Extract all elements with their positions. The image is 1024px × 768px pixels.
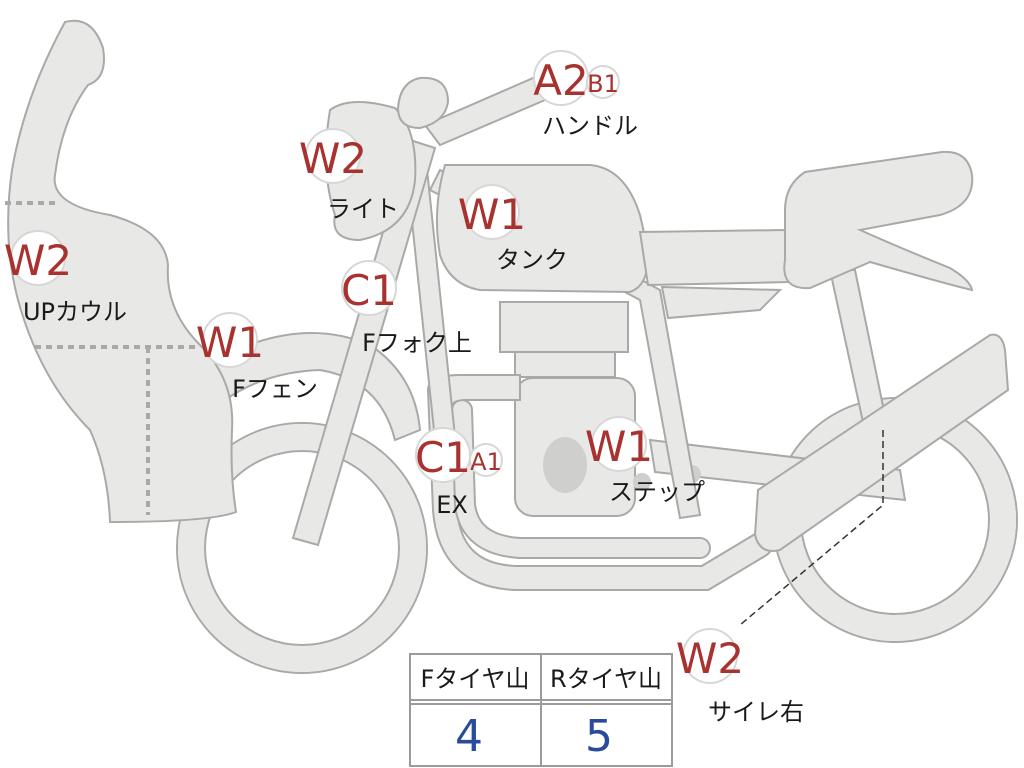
part-light-code: W2 (299, 134, 367, 183)
part-ex: C1 A1 EX (415, 427, 503, 519)
part-upcowl-code: W2 (4, 236, 72, 285)
part-handle-code: A2 (533, 56, 588, 105)
part-silencer: W2 サイレ右 (676, 628, 804, 726)
rear-tire-value: 5 (585, 711, 613, 762)
front-fork (291, 138, 437, 547)
part-upcowl-label: UPカウル (23, 298, 127, 326)
engine-cover (543, 437, 587, 493)
silencer (753, 333, 1010, 552)
part-ffork: C1 Fフォク上 (341, 260, 472, 357)
part-ex-code: C1 (415, 433, 471, 482)
front-wheel (176, 422, 428, 674)
part-ffender: W1 Fフェン (196, 312, 318, 403)
part-ffork-label: Fフォク上 (362, 329, 472, 357)
part-step-code: W1 (585, 422, 653, 471)
seat-tail (783, 150, 974, 292)
part-ex-subcode: A1 (470, 448, 502, 476)
silencer-leader-line (739, 430, 884, 626)
part-handle-subcode: B1 (587, 70, 619, 98)
side-cover-lower (660, 285, 783, 320)
part-upcowl: W2 UPカウル (4, 230, 127, 326)
part-step: W1 ステップ (585, 416, 705, 506)
part-ex-label: EX (436, 491, 468, 519)
side-cover (638, 228, 793, 287)
part-handle-label: ハンドル (542, 112, 638, 140)
part-tank: W1 タンク (458, 184, 568, 274)
part-light-label: ライト (327, 195, 399, 223)
part-step-label: ステップ (609, 478, 705, 506)
part-tank-label: タンク (496, 246, 568, 274)
tire-tread-table: Fタイヤ山 Rタイヤ山 4 5 (409, 653, 673, 767)
part-handle: A2 B1 ハンドル (533, 50, 638, 140)
part-silencer-code: W2 (676, 634, 744, 683)
part-silencer-label: サイレ右 (708, 698, 804, 726)
part-tank-code: W1 (458, 190, 526, 239)
part-ffork-code: C1 (341, 266, 397, 315)
front-tire-header: Fタイヤ山 (420, 665, 529, 693)
part-ffender-code: W1 (196, 318, 264, 367)
exhaust-pipe-outer-fill (429, 379, 771, 589)
part-ffender-label: Fフェン (232, 375, 318, 403)
front-tire-value: 4 (455, 711, 483, 762)
engine (426, 301, 701, 517)
mirror (396, 76, 450, 130)
rear-tire-header: Rタイヤ山 (550, 665, 662, 693)
upper-cowl (7, 19, 238, 524)
part-light: W2 ライト (299, 128, 399, 223)
exhaust-pipe-inner-fill (453, 401, 709, 557)
